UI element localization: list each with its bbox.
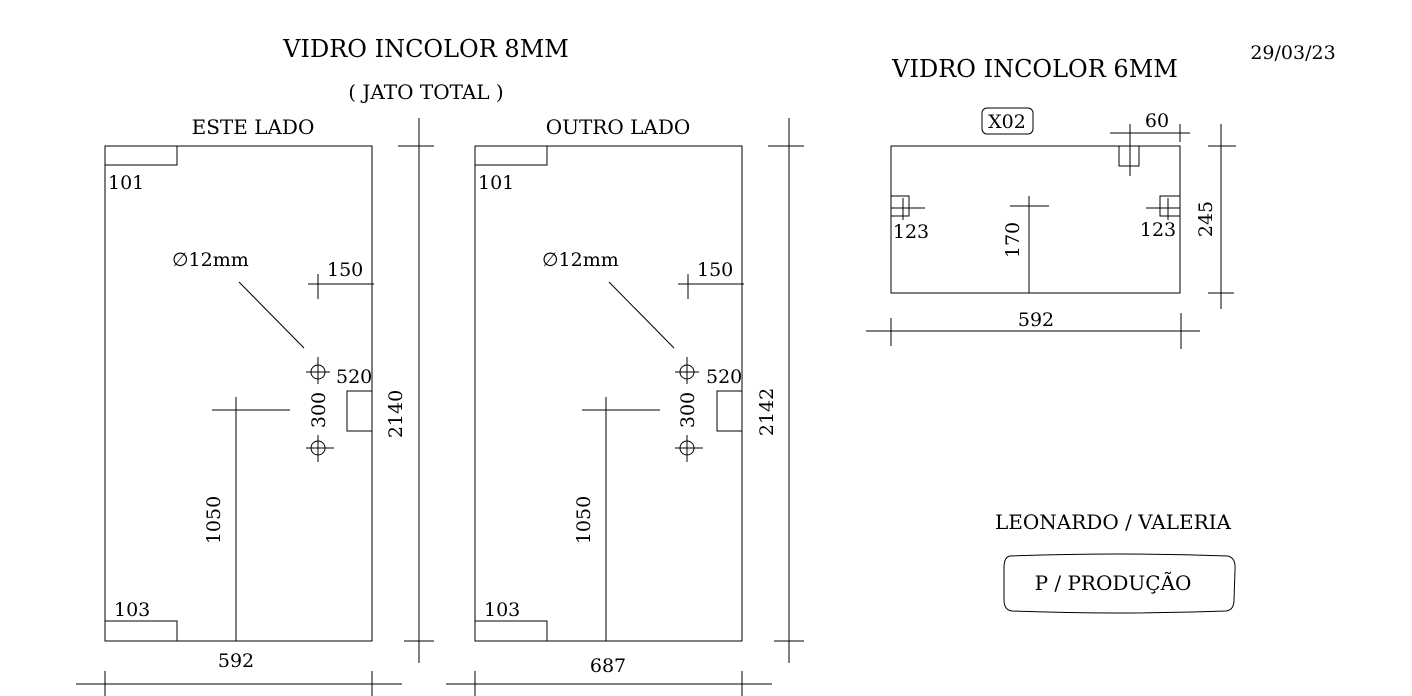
right-notch bbox=[1159, 195, 1181, 217]
client-names: LEONARDO / VALERIA bbox=[995, 510, 1232, 534]
title-6mm: VIDRO INCOLOR 6MM bbox=[891, 55, 1178, 83]
hole-top bbox=[306, 357, 330, 384]
glass-outline bbox=[890, 145, 1181, 294]
subtitle-jato-total: ( JATO TOTAL ) bbox=[348, 80, 504, 104]
panel-este-lado: ESTE LADO 101 103 ∅12mm 150 520 300 bbox=[76, 115, 434, 696]
panel-outro-label: OUTRO LADO bbox=[546, 115, 691, 139]
hole-leader bbox=[238, 281, 305, 349]
handle-height-label: 520 bbox=[706, 366, 742, 388]
corner-top-label: 101 bbox=[478, 172, 514, 194]
center-height-label: 1050 bbox=[573, 496, 595, 544]
hole-spacing-label: 300 bbox=[677, 392, 699, 428]
top-notch-label: 60 bbox=[1145, 110, 1169, 132]
total-height-label: 2142 bbox=[756, 388, 778, 436]
center-height-label: 1050 bbox=[203, 496, 225, 544]
glass-outline bbox=[474, 145, 743, 642]
corner-patch-top bbox=[474, 145, 548, 166]
tag-box bbox=[981, 107, 1034, 135]
width-label: 687 bbox=[590, 655, 626, 677]
panel-outro-lado: OUTRO LADO 101 103 ∅12mm 150 520 300 105… bbox=[446, 115, 804, 696]
left-notch bbox=[890, 195, 910, 217]
handle-notch bbox=[346, 390, 373, 432]
corner-patch-top bbox=[104, 145, 178, 166]
hole-offset-label: 150 bbox=[327, 259, 363, 281]
corner-patch-bottom bbox=[104, 620, 178, 642]
height-dim-label: 245 bbox=[1195, 201, 1217, 237]
glass-6mm-drawing: X02 60 123 123 170 592 245 bbox=[866, 107, 1236, 349]
corner-bottom-label: 103 bbox=[484, 599, 520, 621]
handle-height-label: 520 bbox=[336, 366, 372, 388]
corner-bottom-label: 103 bbox=[114, 599, 150, 621]
hole-offset-label: 150 bbox=[697, 259, 733, 281]
right-notch-label: 123 bbox=[1140, 219, 1176, 241]
panel-este-label: ESTE LADO bbox=[192, 115, 315, 139]
corner-top-label: 101 bbox=[108, 172, 144, 194]
production-stamp-box bbox=[1003, 553, 1236, 614]
total-height-label: 2140 bbox=[385, 390, 407, 438]
hole-bottom bbox=[306, 435, 334, 462]
date: 29/03/23 bbox=[1250, 42, 1335, 64]
hole-spacing-label: 300 bbox=[308, 392, 330, 428]
tag-label: X02 bbox=[988, 111, 1026, 133]
left-notch-label: 123 bbox=[893, 221, 929, 243]
title-8mm: VIDRO INCOLOR 8MM bbox=[282, 35, 569, 63]
center-dim-label: 170 bbox=[1002, 222, 1024, 258]
hole-leader bbox=[608, 281, 675, 349]
width-label: 592 bbox=[218, 650, 254, 672]
handle-notch bbox=[716, 390, 743, 432]
hole-diameter-label: ∅12mm bbox=[542, 249, 619, 271]
production-stamp-label: P / PRODUÇÃO bbox=[1035, 571, 1192, 595]
glass-outline bbox=[104, 145, 373, 642]
hole-diameter-label: ∅12mm bbox=[172, 249, 249, 271]
hole-bottom bbox=[675, 435, 703, 462]
corner-patch-bottom bbox=[474, 620, 548, 642]
top-notch bbox=[1118, 145, 1140, 167]
width-label: 592 bbox=[1018, 309, 1054, 331]
hole-top bbox=[675, 357, 699, 384]
